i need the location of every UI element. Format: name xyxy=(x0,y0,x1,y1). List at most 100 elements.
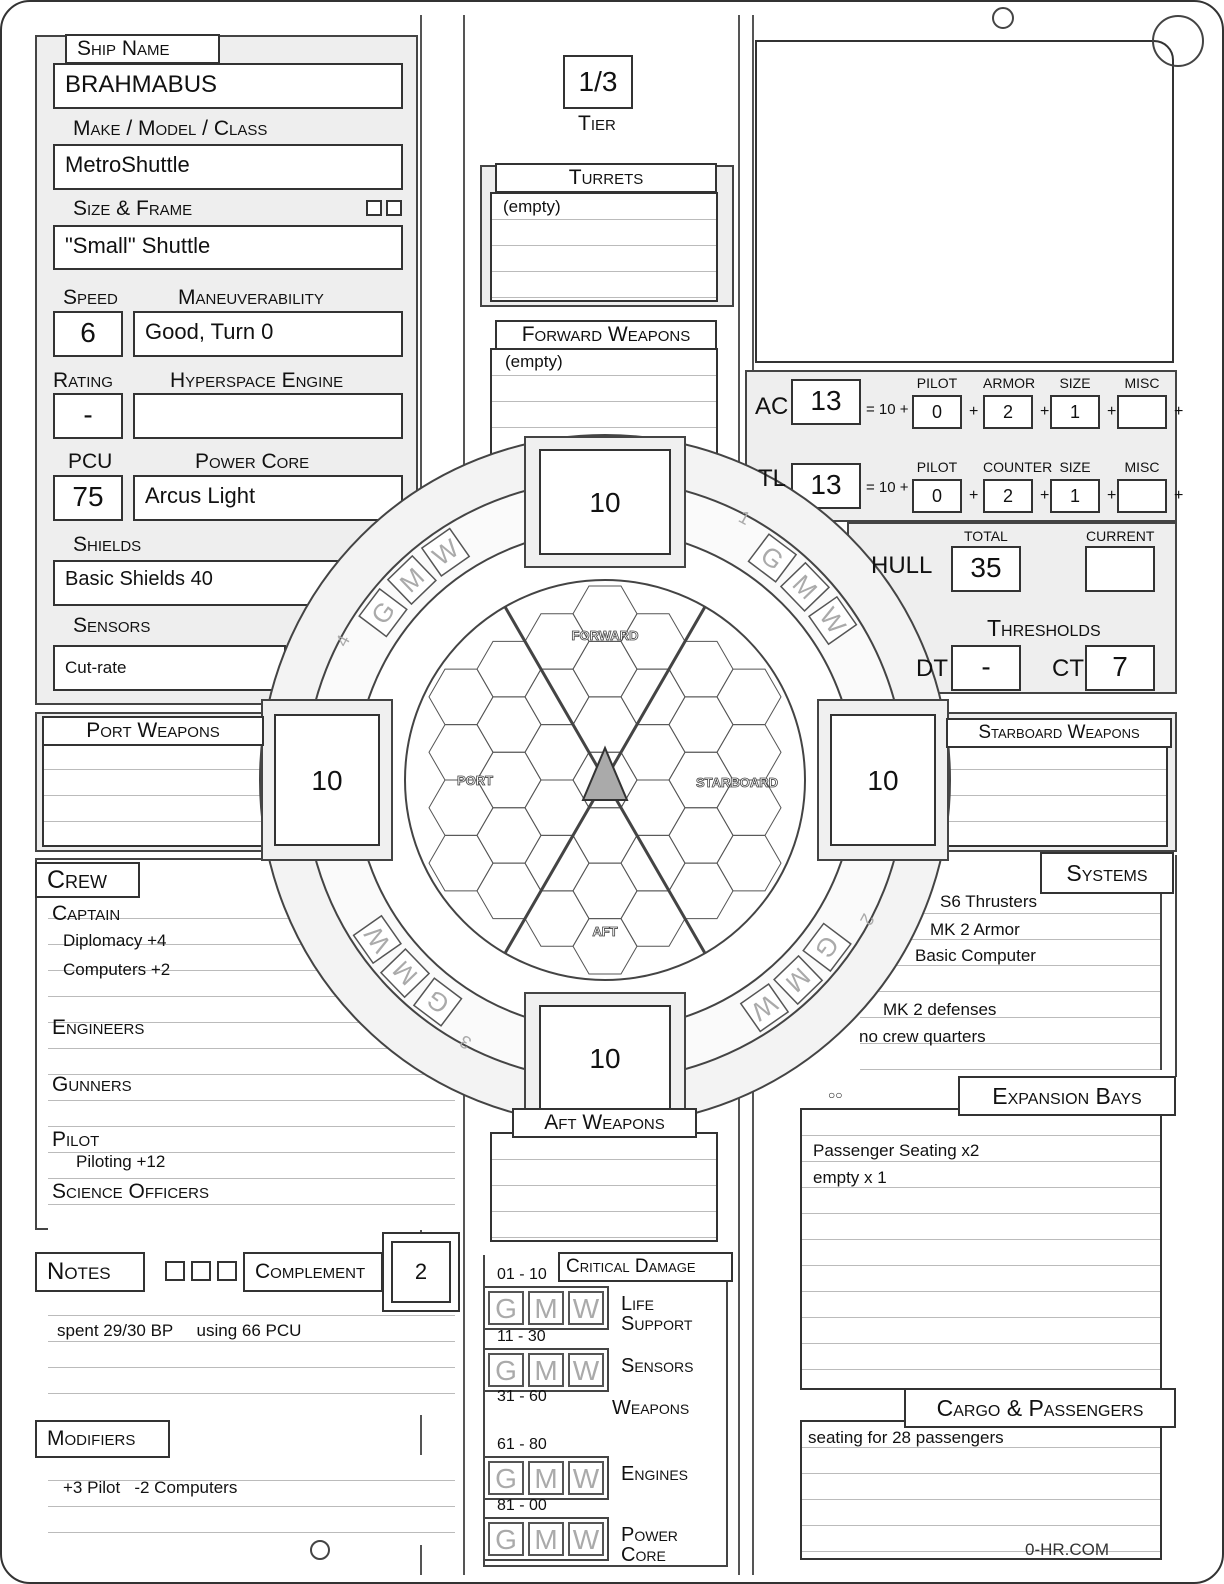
malfunctioning-box[interactable]: M xyxy=(528,1461,564,1495)
ship-name-field[interactable]: BRAHMABUS xyxy=(53,63,403,109)
power-core-field[interactable]: Arcus Light xyxy=(133,475,403,521)
size-label: Size & Frame xyxy=(73,197,193,220)
arc-label-starboard: Starboard xyxy=(696,775,778,790)
aft-weapons-label: Aft Weapons xyxy=(512,1108,697,1138)
size-checkbox-2[interactable] xyxy=(386,200,402,216)
w-box[interactable] xyxy=(420,527,471,577)
w-box[interactable] xyxy=(808,595,858,646)
sensors-field[interactable]: Cut-rate xyxy=(53,645,286,691)
plus-sign: + xyxy=(1107,487,1117,504)
ct-field[interactable]: 7 xyxy=(1085,645,1155,691)
glitching-box[interactable]: G xyxy=(488,1461,524,1495)
size-checkbox-1[interactable] xyxy=(366,200,382,216)
shields-field[interactable]: Basic Shields 40 xyxy=(53,560,341,606)
footer-site: 0-HR.COM xyxy=(1025,1540,1110,1559)
notes-checkbox-3[interactable] xyxy=(217,1261,237,1281)
shield-forward-field[interactable] xyxy=(539,449,671,555)
wrecked-box[interactable]: W xyxy=(568,1522,604,1556)
hull-total-field[interactable]: 35 xyxy=(951,546,1021,592)
ac-misc-field[interactable] xyxy=(1117,395,1167,429)
m-box[interactable] xyxy=(379,948,431,999)
g-box[interactable] xyxy=(747,533,798,583)
w-box[interactable] xyxy=(352,914,402,965)
hyperspace-field[interactable] xyxy=(133,393,403,439)
tl-misc-field[interactable] xyxy=(1117,479,1167,513)
wrecked-box[interactable]: W xyxy=(568,1461,604,1495)
ac-misc-label: Misc xyxy=(1124,375,1160,391)
shield-aft-field[interactable] xyxy=(539,1005,671,1111)
tl-pilot-field[interactable]: 0 xyxy=(912,479,962,513)
tl-base: = 10 + xyxy=(866,479,909,496)
plus-sign: + xyxy=(1040,487,1050,504)
tier-label: Tier xyxy=(578,112,616,135)
size-field[interactable]: "Small" Shuttle xyxy=(53,225,403,270)
shield-port-field[interactable] xyxy=(274,714,380,846)
cargo-list[interactable] xyxy=(800,1420,1162,1560)
model-label: Make / Model / Class xyxy=(73,117,268,140)
tl-misc-label: Misc xyxy=(1124,459,1160,475)
hull-current-field[interactable] xyxy=(1085,546,1155,592)
sensors-label: Sensors xyxy=(73,614,151,637)
maneuver-field[interactable]: Good, Turn 0 xyxy=(133,311,403,357)
glitching-box[interactable]: G xyxy=(488,1353,524,1387)
ship-image-area[interactable] xyxy=(755,40,1174,363)
turrets-list[interactable] xyxy=(490,192,718,302)
shield-starboard-field[interactable] xyxy=(830,714,936,846)
malfunctioning-box[interactable]: M xyxy=(528,1522,564,1556)
m-box[interactable] xyxy=(779,561,831,612)
arc-label-port: Port xyxy=(457,773,493,788)
complement-field[interactable]: 2 xyxy=(391,1241,451,1303)
w-box[interactable] xyxy=(739,983,790,1033)
notes-checkbox-1[interactable] xyxy=(165,1261,185,1281)
m-box[interactable] xyxy=(386,554,437,606)
ac-pilot-field[interactable]: 0 xyxy=(912,395,962,429)
glitching-box[interactable]: G xyxy=(488,1522,524,1556)
glitching-box[interactable]: G xyxy=(488,1291,524,1325)
wrecked-box[interactable]: W xyxy=(568,1353,604,1387)
starboard-weapons-list[interactable] xyxy=(946,742,1168,847)
critical-damage-panel xyxy=(483,1255,728,1567)
dt-field[interactable]: - xyxy=(951,645,1021,691)
notes-checkbox-2[interactable] xyxy=(191,1261,211,1281)
speed-label: Speed xyxy=(63,286,118,309)
critical-damage-label: Critical Damage xyxy=(558,1252,733,1282)
pilot-label: Pilot xyxy=(52,1128,100,1151)
ac-field[interactable]: 13 xyxy=(791,379,861,425)
hull-current-label: Current xyxy=(1086,528,1155,544)
captain-skill: Diplomacy +4 xyxy=(63,931,167,950)
g-box[interactable] xyxy=(412,977,463,1027)
science-label: Science Officers xyxy=(52,1180,210,1203)
cargo-item: seating for 28 passengers xyxy=(808,1428,1004,1447)
tl-counter-field[interactable]: 2 xyxy=(983,479,1033,513)
hex-cell xyxy=(716,834,782,892)
aft-weapons-list[interactable] xyxy=(490,1132,718,1242)
turrets-label: Turrets xyxy=(495,163,717,193)
speed-field[interactable]: 6 xyxy=(53,311,123,357)
turret-item: (empty) xyxy=(503,197,561,216)
critical-system: Life Support xyxy=(621,1293,693,1335)
ac-size-field[interactable]: 1 xyxy=(1050,395,1100,429)
tier-field[interactable]: 1/3 xyxy=(563,55,633,109)
ac-armor-field[interactable]: 2 xyxy=(983,395,1033,429)
critical-range: 11 - 30 xyxy=(497,1328,546,1345)
modifiers-list[interactable] xyxy=(48,1455,455,1545)
malfunctioning-box[interactable]: M xyxy=(528,1353,564,1387)
port-weapons-list[interactable] xyxy=(42,742,264,847)
model-field[interactable]: MetroShuttle xyxy=(53,144,403,190)
plus-sign: + xyxy=(1107,403,1117,420)
g-box[interactable] xyxy=(802,922,852,973)
pcu-field[interactable]: 75 xyxy=(53,475,123,521)
rating-field[interactable]: - xyxy=(53,393,123,439)
malfunctioning-box[interactable]: M xyxy=(528,1291,564,1325)
plus-sign: + xyxy=(969,487,979,504)
g-box[interactable] xyxy=(358,587,408,638)
port-weapons-label: Port Weapons xyxy=(42,716,264,746)
m-box[interactable] xyxy=(773,954,824,1006)
wrecked-box[interactable]: W xyxy=(568,1291,604,1325)
tl-pilot-label: Pilot xyxy=(916,459,958,475)
ac-armor-label: Armor xyxy=(983,375,1036,391)
tl-size-field[interactable]: 1 xyxy=(1050,479,1100,513)
hyperspace-label: Hyperspace Engine xyxy=(170,369,344,392)
captain-label: Captain xyxy=(52,902,121,925)
